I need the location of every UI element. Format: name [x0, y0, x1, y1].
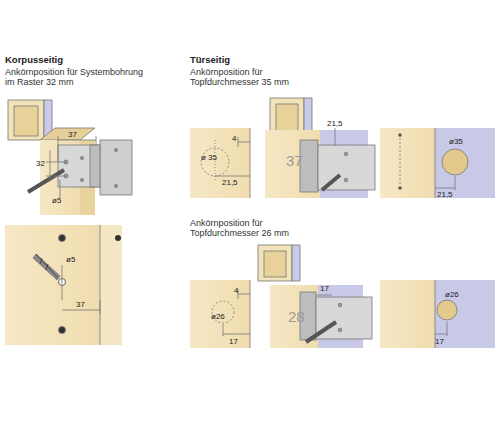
section-heading: Korpusseitig [5, 55, 63, 66]
dimension-label: 21,5 [437, 190, 453, 199]
dimension-label: ø5 [52, 196, 61, 205]
section-note: Ankörnposition für Systembohrung im Rast… [5, 67, 145, 88]
dimension-label: 4 [234, 286, 238, 295]
dimension-label: 17 [320, 284, 329, 293]
dimension-label: ø 35 [201, 153, 217, 162]
dimension-label: ø26 [211, 312, 225, 321]
door-35-drawing [190, 128, 495, 198]
dimension-label: ø26 [445, 290, 459, 299]
dimension-label: 37 [286, 152, 303, 169]
dimension-label: 28 [288, 308, 305, 325]
cabinet-side-drilling [5, 225, 122, 345]
dimension-label: 4 [232, 134, 236, 143]
dimension-label: 37 [76, 300, 85, 309]
section-note: Ankörnposition für Topfdurchmesser 35 mm [190, 67, 320, 88]
section-heading: Türseitig [190, 55, 230, 66]
section-note: Ankörnposition für Topfdurchmesser 26 mm [190, 218, 320, 239]
dimension-label: 17 [435, 337, 444, 346]
door-26-drawing [190, 280, 495, 348]
dimension-label: 17 [229, 337, 238, 346]
dimension-label: 21,5 [327, 119, 343, 128]
cabinet-side-template [28, 128, 132, 215]
dimension-label: ø35 [449, 137, 463, 146]
dimension-label: ø5 [66, 255, 75, 264]
dimension-label: 37 [68, 130, 77, 139]
dimension-label: 32 [36, 159, 45, 168]
dimension-label: 21,5 [222, 178, 238, 187]
